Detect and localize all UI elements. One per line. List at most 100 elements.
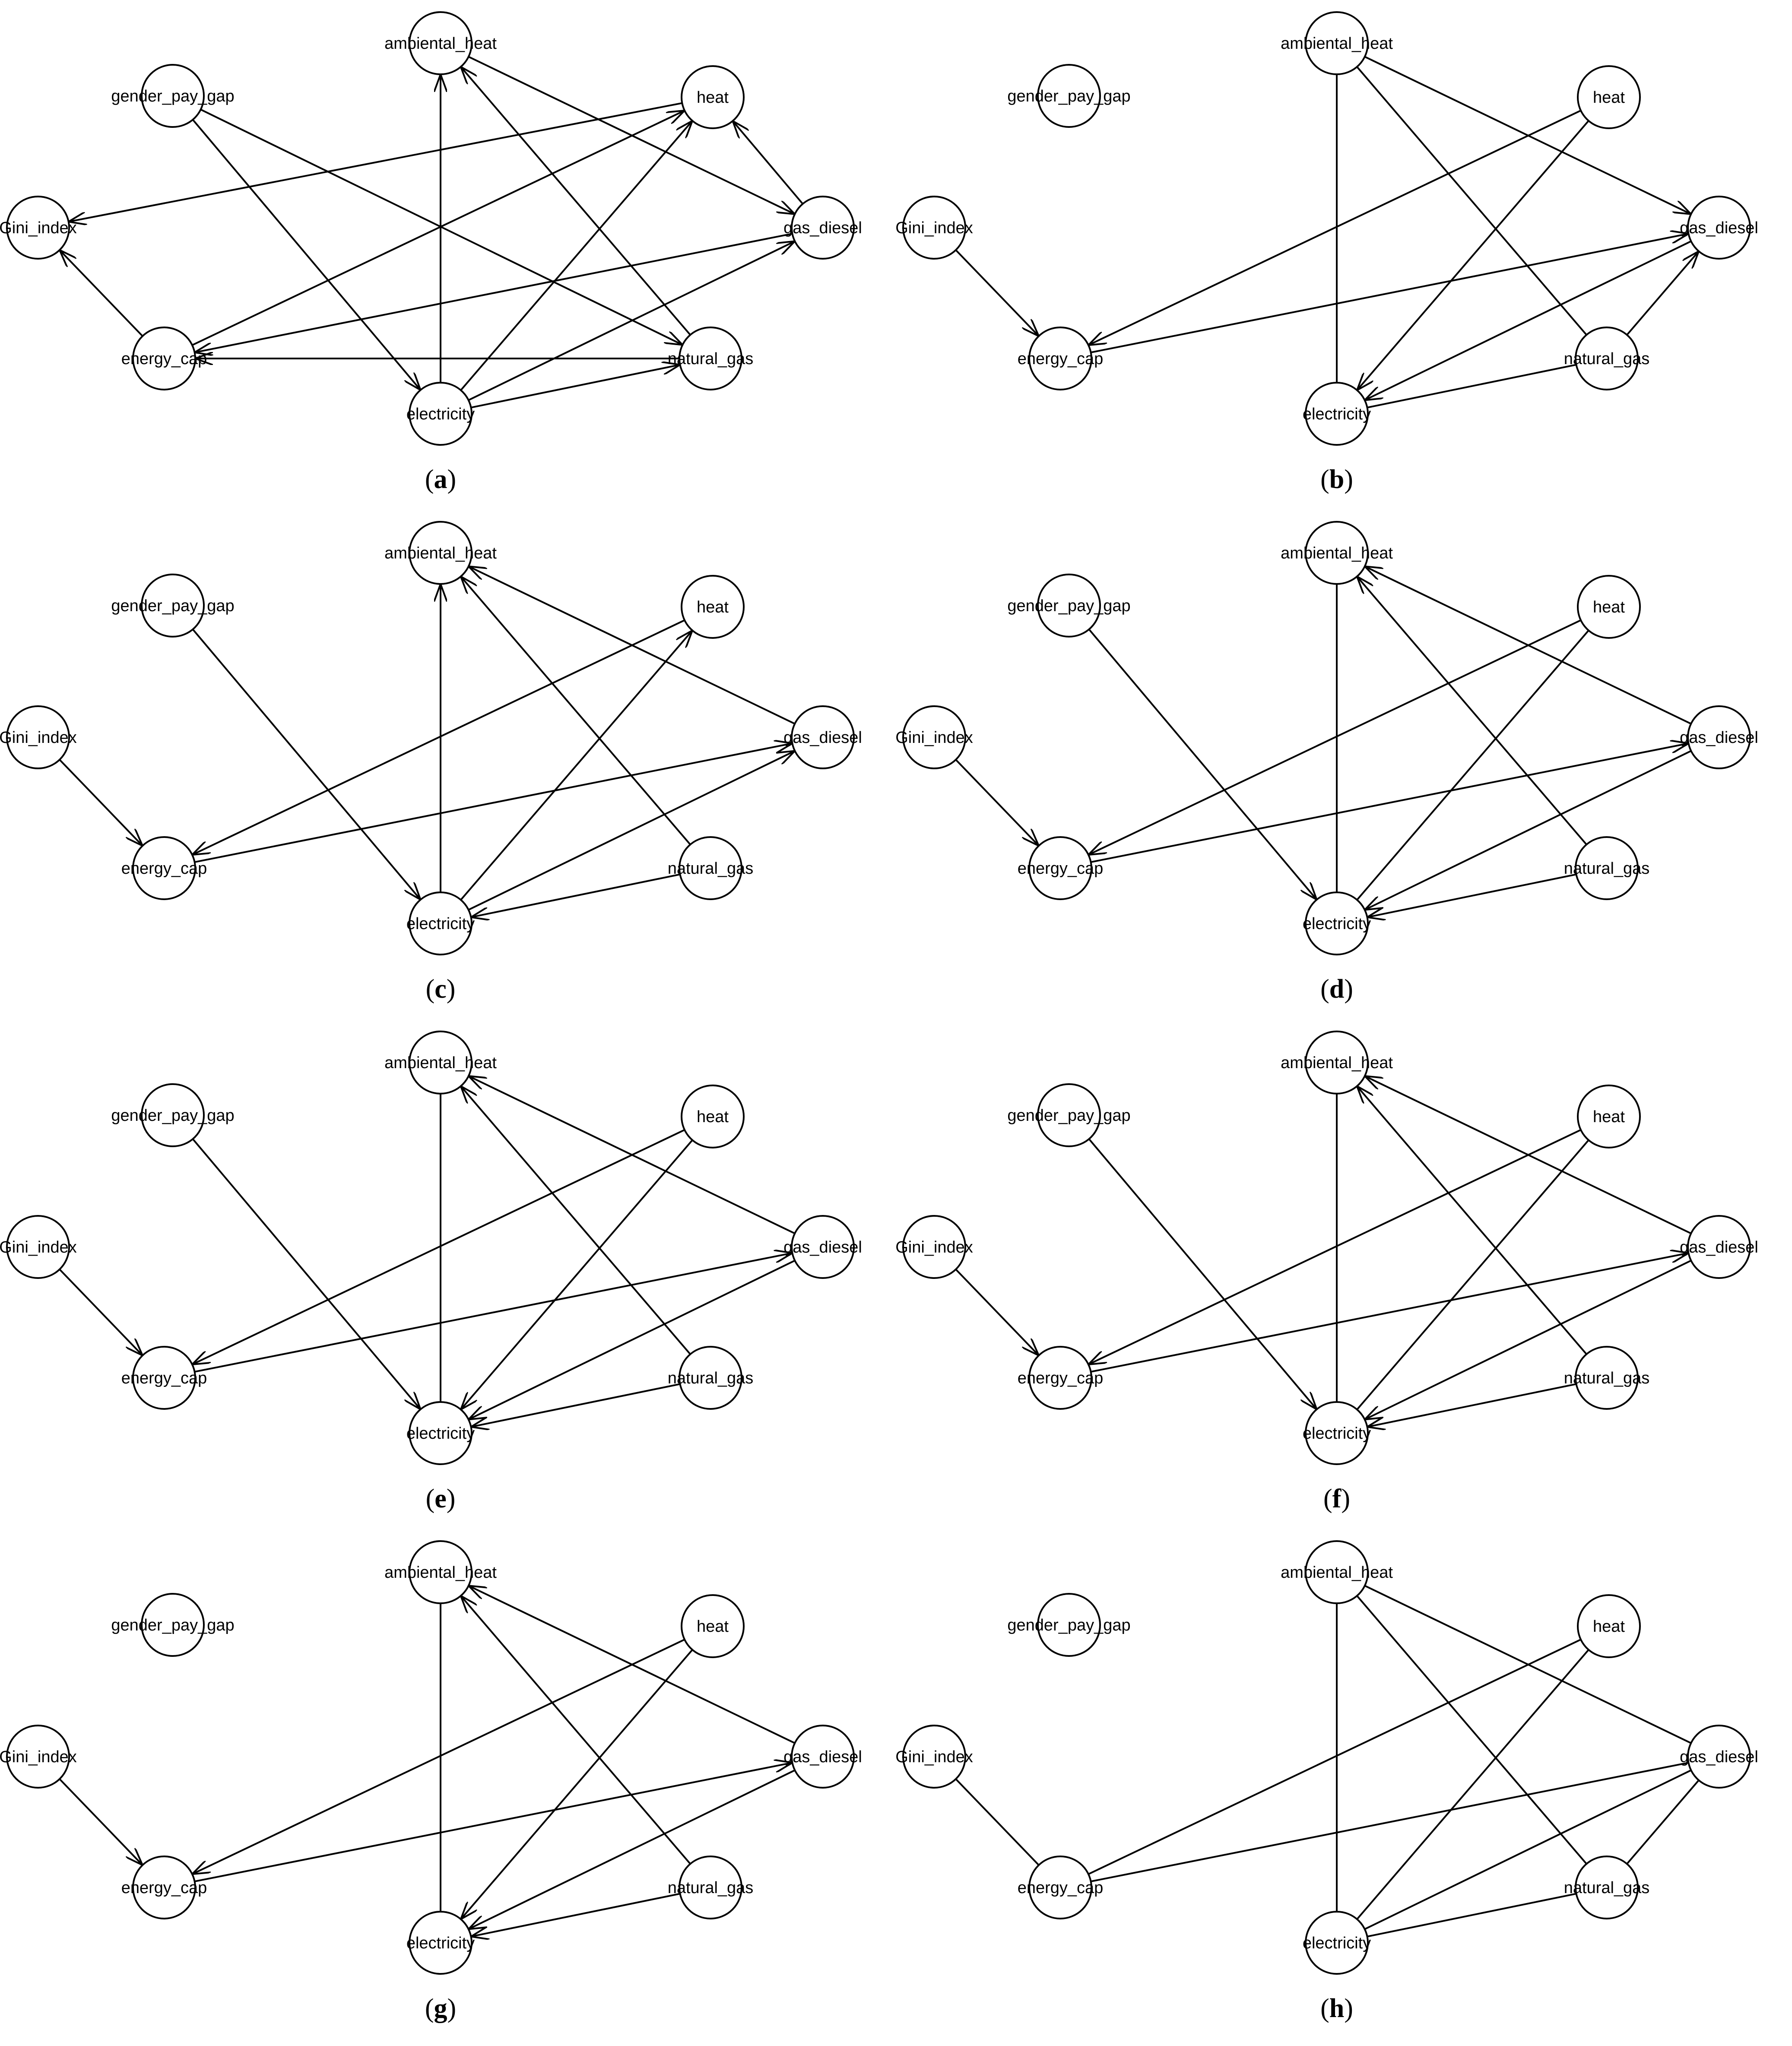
node-circle: [1577, 1594, 1641, 1658]
node-label: electricity: [406, 915, 475, 933]
node-heat: heat: [1577, 1594, 1641, 1658]
node-label: natural_gas: [1564, 1369, 1650, 1387]
node-label: electricity: [406, 1424, 475, 1443]
edge-electricity-heat: [460, 121, 692, 391]
edge-natural_gas-electricity: [471, 1893, 680, 1936]
edge-energy_cap-Gini_index: [60, 250, 143, 337]
node-circle: [132, 1856, 196, 1919]
node-gender_pay_gap: gender_pay_gap: [111, 64, 235, 128]
edge-gas_diesel-ambiental_heat: [469, 1076, 796, 1234]
node-heat: heat: [681, 65, 745, 129]
node-gender_pay_gap: gender_pay_gap: [1007, 64, 1131, 128]
node-circle: [679, 1856, 742, 1919]
edge-Gini_index-energy_cap: [59, 1269, 143, 1355]
node-circle: [409, 1401, 473, 1465]
node-label: energy_cap: [1018, 1879, 1104, 1897]
node-circle: [1305, 382, 1369, 446]
node-label: natural_gas: [668, 350, 754, 368]
caption-letter: a: [434, 465, 447, 494]
node-circle: [409, 521, 473, 585]
node-ambiental_heat: ambiental_heat: [384, 1031, 497, 1094]
node-gender_pay_gap: gender_pay_gap: [1007, 1593, 1131, 1657]
node-label: Gini_index: [0, 1238, 77, 1256]
node-label: ambiental_heat: [384, 1564, 497, 1582]
node-label: heat: [1593, 598, 1625, 616]
caption-close-paren: ): [447, 974, 456, 1004]
node-circle: [409, 11, 473, 75]
node-natural_gas: natural_gas: [668, 1856, 753, 1919]
edge-Gini_index-energy_cap: [955, 759, 1039, 846]
node-circle: [1028, 327, 1092, 390]
node-circle: [141, 64, 205, 128]
edge-natural_gas-ambiental_heat: [461, 1596, 691, 1865]
edge-gender_pay_gap-electricity: [192, 628, 420, 900]
node-label: energy_cap: [1018, 860, 1104, 878]
node-circle: [1575, 1346, 1639, 1410]
edge-heat-energy_cap: [1088, 619, 1581, 855]
node-label: Gini_index: [895, 729, 973, 747]
edge-natural_gas-electricity: [1367, 1383, 1576, 1427]
node-circle: [1037, 574, 1101, 638]
node-energy_cap: energy_cap: [121, 327, 207, 390]
node-circle: [409, 382, 473, 446]
node-gas_diesel: gas_diesel: [783, 196, 862, 260]
panel-caption: (c): [426, 974, 456, 1004]
node-label: ambiental_heat: [384, 544, 497, 562]
node-circle: [1577, 65, 1641, 129]
node-natural_gas: natural_gas: [668, 327, 754, 390]
node-circle: [6, 196, 70, 260]
node-label: energy_cap: [1018, 1369, 1104, 1387]
node-circle: [679, 1346, 742, 1410]
node-Gini_index: Gini_index: [895, 1725, 973, 1789]
node-label: gas_diesel: [783, 1238, 862, 1256]
node-ambiental_heat: ambiental_heat: [384, 11, 497, 75]
edge-energy_cap-gas_diesel: [1091, 234, 1689, 353]
node-label: Gini_index: [895, 219, 973, 237]
node-circle: [681, 1594, 745, 1658]
node-ambiental_heat: ambiental_heat: [384, 1540, 497, 1604]
node-label: ambiental_heat: [1281, 1054, 1393, 1072]
edge-Gini_index-energy_cap: [59, 759, 143, 846]
node-circle: [1687, 196, 1751, 260]
node-circle: [1028, 1346, 1092, 1410]
node-gas_diesel: gas_diesel: [1680, 1725, 1758, 1789]
node-label: gas_diesel: [783, 219, 862, 237]
caption-open-paren: (: [1320, 465, 1329, 494]
panel-caption: (d): [1320, 974, 1353, 1004]
node-ambiental_heat: ambiental_heat: [1281, 1540, 1393, 1604]
edge-gas_diesel-natural_gas: [1626, 1780, 1700, 1865]
edge-heat-electricity: [461, 1139, 693, 1410]
node-circle: [1037, 64, 1101, 128]
node-Gini_index: Gini_index: [0, 1725, 77, 1789]
edge-gas_diesel-electricity: [1365, 240, 1692, 400]
node-circle: [681, 1085, 745, 1148]
edge-heat-energy_cap: [192, 1129, 685, 1364]
node-circle: [1305, 11, 1369, 75]
edge-electricity-gas_diesel: [468, 751, 795, 911]
node-label: heat: [697, 598, 729, 616]
node-circle: [1575, 836, 1639, 900]
node-label: gas_diesel: [1680, 219, 1758, 237]
node-label: Gini_index: [0, 729, 77, 747]
node-circle: [1305, 521, 1369, 585]
node-natural_gas: natural_gas: [668, 1346, 753, 1410]
node-label: heat: [697, 89, 729, 107]
caption-letter: e: [435, 1484, 447, 1513]
node-circle: [1575, 1856, 1639, 1919]
node-label: ambiental_heat: [384, 1054, 497, 1072]
node-gas_diesel: gas_diesel: [783, 1725, 862, 1789]
edge-gas_diesel-heat: [733, 121, 804, 205]
node-ambiental_heat: ambiental_heat: [1281, 11, 1393, 75]
edge-energy_cap-heat: [192, 111, 685, 346]
panel-e: ambiental_heat gender_pay_gap heatGini_ind…: [0, 1031, 862, 1513]
node-circle: [1028, 1856, 1092, 1919]
node-circle: [681, 65, 745, 129]
node-energy_cap: energy_cap: [1018, 836, 1104, 900]
edge-heat-electricity: [1356, 1649, 1589, 1920]
edge-natural_gas-electricity: [1367, 1893, 1576, 1938]
node-label: heat: [697, 1108, 729, 1126]
node-gender_pay_gap: gender_pay_gap: [111, 1083, 235, 1147]
node-circle: [141, 574, 205, 638]
